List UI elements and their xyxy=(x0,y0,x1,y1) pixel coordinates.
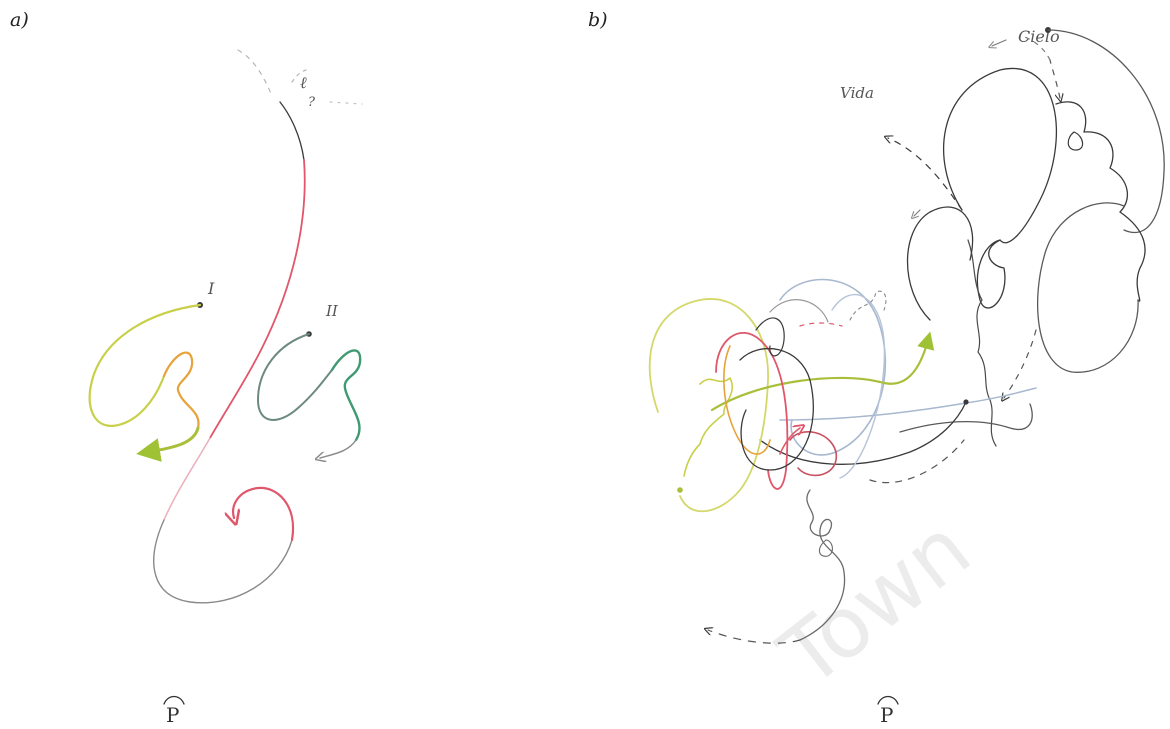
panel-a-roman-two: II xyxy=(325,302,339,320)
panel-b-right-dashed-diag xyxy=(1004,329,1037,398)
panel-b-tall-dark-loop xyxy=(906,206,974,321)
panel-b-blue-loop-big xyxy=(779,278,887,456)
panel-b-symbol-arc xyxy=(877,695,899,705)
panel-b-bottom-symbol: P xyxy=(880,703,893,727)
panel-b-right-small-loop xyxy=(1067,131,1084,151)
panel-b-vida-dashed xyxy=(888,138,963,211)
panel-a-traj-one-upper xyxy=(88,303,202,428)
panel-a-traj-two-tail xyxy=(320,439,357,458)
panel-a-traj-one-knot xyxy=(162,351,200,430)
panel-b-yellow-inner-wiggle xyxy=(683,377,733,477)
panel-a-main-curve-top xyxy=(279,101,305,161)
panel-b-orange-loop xyxy=(723,345,771,455)
panel-a-traj-two-knot xyxy=(330,349,362,442)
panel-a-traj-two-upper xyxy=(257,333,333,421)
panel-b-yellow-end-dot xyxy=(677,487,683,493)
panel-b-vida-arrow-small xyxy=(914,209,921,216)
panel-a-main-curve-red xyxy=(209,159,306,439)
panel-b-blue-wavy-top xyxy=(849,290,887,321)
panel-a-traj-one-tail xyxy=(136,426,200,462)
watermark-text: Town xyxy=(761,499,988,706)
panel-a-roman-one: I xyxy=(207,279,215,298)
panel-b-swoop-end-dot xyxy=(963,399,969,405)
panel-b-cielo-small-arrow xyxy=(992,39,1007,46)
panel-b-dashed-arrow-top xyxy=(799,322,843,327)
panel-b-yellow-big-loop xyxy=(648,298,769,513)
panel-b-vida-arch xyxy=(943,67,1057,244)
panel-b-right-big-loop xyxy=(1037,202,1139,373)
panel-b: b) Vida Cielo xyxy=(588,9,1165,727)
panel-a: a) ℓ ? I II P xyxy=(10,9,363,727)
panel-b-label: b) xyxy=(588,9,608,31)
panel-b-dashed-lower-right xyxy=(869,439,965,484)
panel-b-swoop-dark-lower xyxy=(759,401,967,465)
panel-b-lower-dashed-arrow xyxy=(708,630,801,644)
panel-b-right-column-wiggle xyxy=(1055,101,1146,302)
panel-a-main-curve-red-hook xyxy=(233,486,295,542)
panel-a-mark-l: ℓ xyxy=(300,73,307,92)
panel-a-dashed-tip-right xyxy=(291,69,307,83)
panel-b-green-long-swoop xyxy=(710,331,935,412)
panel-b-blue-loop-tall xyxy=(831,293,886,479)
panel-b-red-arrow xyxy=(779,428,800,455)
panel-b-top-center-arc xyxy=(769,299,829,323)
panel-a-main-curve-bottom-loop xyxy=(153,519,293,604)
panel-a-dashed-tip-left xyxy=(237,49,273,97)
panel-a-dashed-tick xyxy=(329,101,363,105)
panel-a-symbol-arc xyxy=(163,695,185,705)
panel-b-lower-wavy-tail xyxy=(799,489,846,641)
panel-b-lower-small-loop xyxy=(818,539,834,557)
panel-a-label: a) xyxy=(10,9,29,31)
panel-b-dark-center-loop xyxy=(739,347,814,471)
panel-b-right-dashed-up xyxy=(1049,59,1060,98)
panel-b-cielo-dashed-lead xyxy=(1021,35,1051,61)
panel-b-middle-wiggle-column xyxy=(967,239,997,447)
panel-b-swoop-blue xyxy=(779,387,1037,421)
panel-b-cielo-outer-loop xyxy=(1047,29,1165,234)
panel-a-bottom-symbol: P xyxy=(166,703,179,727)
panel-b-swoop-dark-upper xyxy=(899,403,1033,433)
panel-b-middle-dark-loop xyxy=(976,239,1006,309)
panel-a-mark-q: ? xyxy=(308,95,316,110)
panel-b-dark-knot-upper xyxy=(755,317,785,357)
panel-a-main-curve-pink xyxy=(163,437,211,521)
panel-b-label-vida: Vida xyxy=(840,84,874,102)
panel-b-red-oval-loop xyxy=(715,332,789,490)
